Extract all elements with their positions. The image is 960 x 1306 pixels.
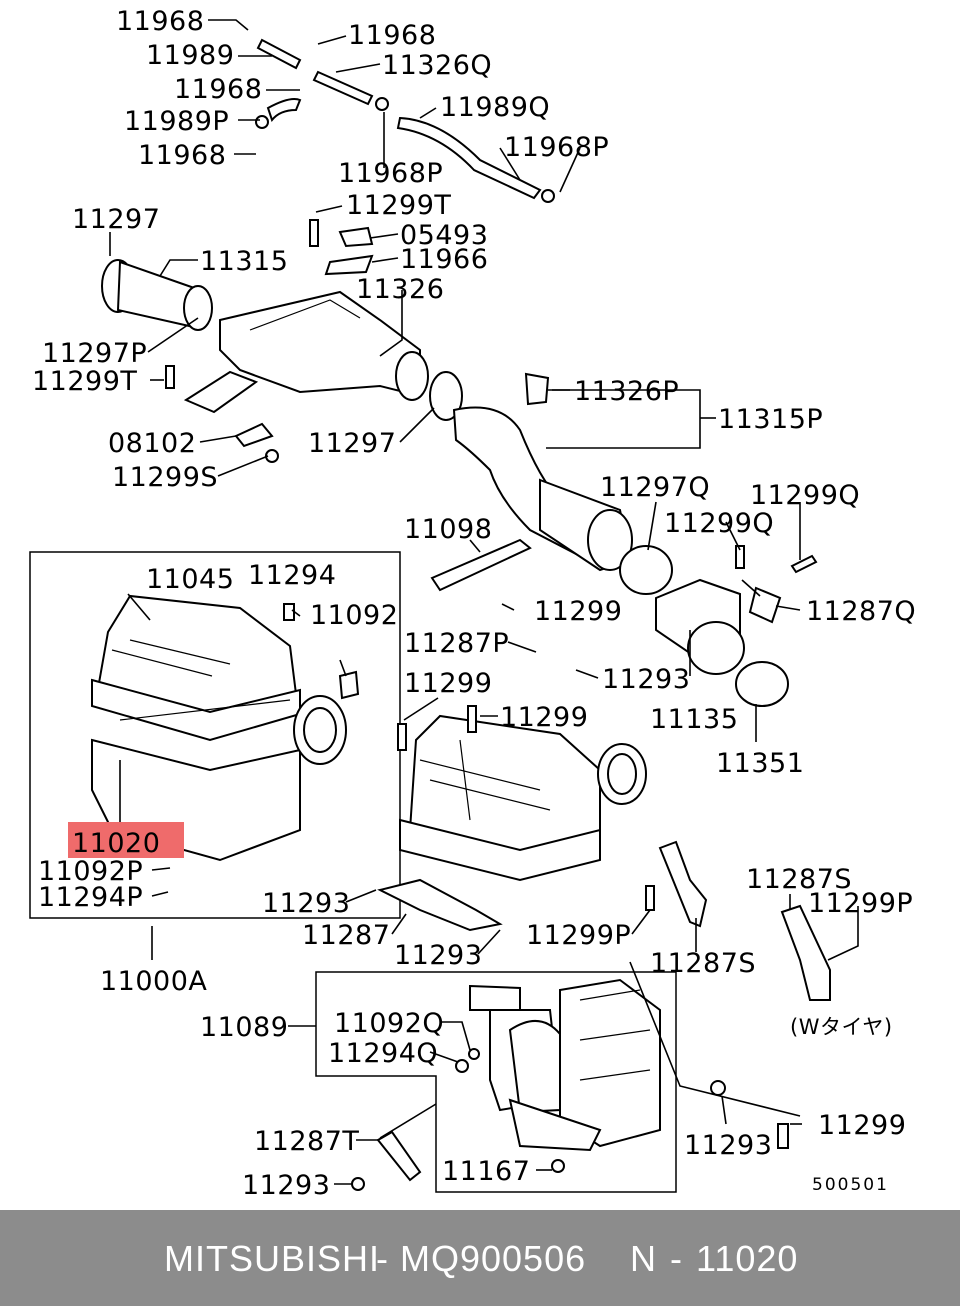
callout: 11293 (602, 664, 690, 695)
parts-diagram: 11968 11989 11968 11326Q 11968 11989P 11… (29, 6, 916, 1201)
callout: 11326Q (382, 50, 492, 81)
callout: 11299 (534, 596, 622, 627)
footer-bar: MITSUBISHI - MQ900506 N - 11020 (0, 1210, 960, 1306)
brand-name: MITSUBISHI (164, 1238, 381, 1279)
callout: 11287P (404, 628, 509, 659)
callout: 05493 (400, 220, 488, 251)
callout: 11092Q (334, 1008, 444, 1039)
callout: 11294Q (328, 1038, 438, 1069)
callout-highlighted: 11020 (72, 828, 160, 859)
callout: 11989 (146, 40, 234, 71)
callout: 11098 (404, 514, 492, 545)
callout: 11968 (116, 6, 204, 37)
callout: 11092P (38, 856, 143, 887)
diagram-code: 500501 (812, 1175, 889, 1195)
callout: 11287S (650, 948, 756, 979)
callout: 11135 (650, 704, 738, 735)
callout: 11299P (526, 920, 631, 951)
callout: 11287T (254, 1126, 359, 1157)
callout: 11293 (684, 1130, 772, 1161)
callout: 11315 (200, 246, 288, 277)
separator: - (670, 1238, 683, 1279)
callout: 11287Q (806, 596, 916, 627)
catalog-letter: N (630, 1238, 657, 1279)
callout: 11968 (138, 140, 226, 171)
callout: 11297Q (600, 472, 710, 503)
callout: 11351 (716, 748, 804, 779)
callout: 11299S (112, 462, 218, 493)
callout: 11092 (310, 600, 398, 631)
separator: - (376, 1238, 389, 1279)
callout: 11299 (404, 668, 492, 699)
callout: 11989Q (440, 92, 550, 123)
callout: 11968P (504, 132, 609, 163)
callout: 11966 (400, 244, 488, 275)
callout: 11299T (32, 366, 137, 397)
callout: 08102 (108, 428, 196, 459)
callout: 11287S (746, 864, 852, 895)
highlight-box (68, 822, 184, 858)
callout: 11297 (308, 428, 396, 459)
callout: (Wタイヤ) (790, 1015, 893, 1039)
callout: 11167 (442, 1156, 530, 1187)
callout: 11326 (356, 274, 444, 305)
callout: 11293 (394, 940, 482, 971)
callout: 11293 (242, 1170, 330, 1201)
callout: 11299 (500, 702, 588, 733)
callout: 11294 (248, 560, 336, 591)
callout: 11326P (574, 376, 679, 407)
callout: 11287 (302, 920, 390, 951)
callout: 11299Q (750, 480, 860, 511)
callout: 11299P (808, 888, 913, 919)
callout: 11299Q (664, 508, 774, 539)
callout: 11089 (200, 1012, 288, 1043)
callout-labels: 11968 11989 11968 11326Q 11968 11989P 11… (32, 6, 916, 1201)
callout: 11968 (174, 74, 262, 105)
callout: 11045 (146, 564, 234, 595)
callout: 11968P (338, 158, 443, 189)
callout: 11968 (348, 20, 436, 51)
callout: 11315P (718, 404, 823, 435)
part-number: MQ900506 (400, 1238, 587, 1279)
callout: 11299 (818, 1110, 906, 1141)
callout: 11293 (262, 888, 350, 919)
callout: 11294P (38, 882, 143, 913)
reference-number: 11020 (696, 1238, 799, 1279)
callout: 11297P (42, 338, 147, 369)
callout: 11989P (124, 106, 229, 137)
callout: 11297 (72, 204, 160, 235)
callout: 11299T (346, 190, 451, 221)
leader-lines (109, 19, 859, 1185)
callout: 11000A (100, 966, 207, 997)
